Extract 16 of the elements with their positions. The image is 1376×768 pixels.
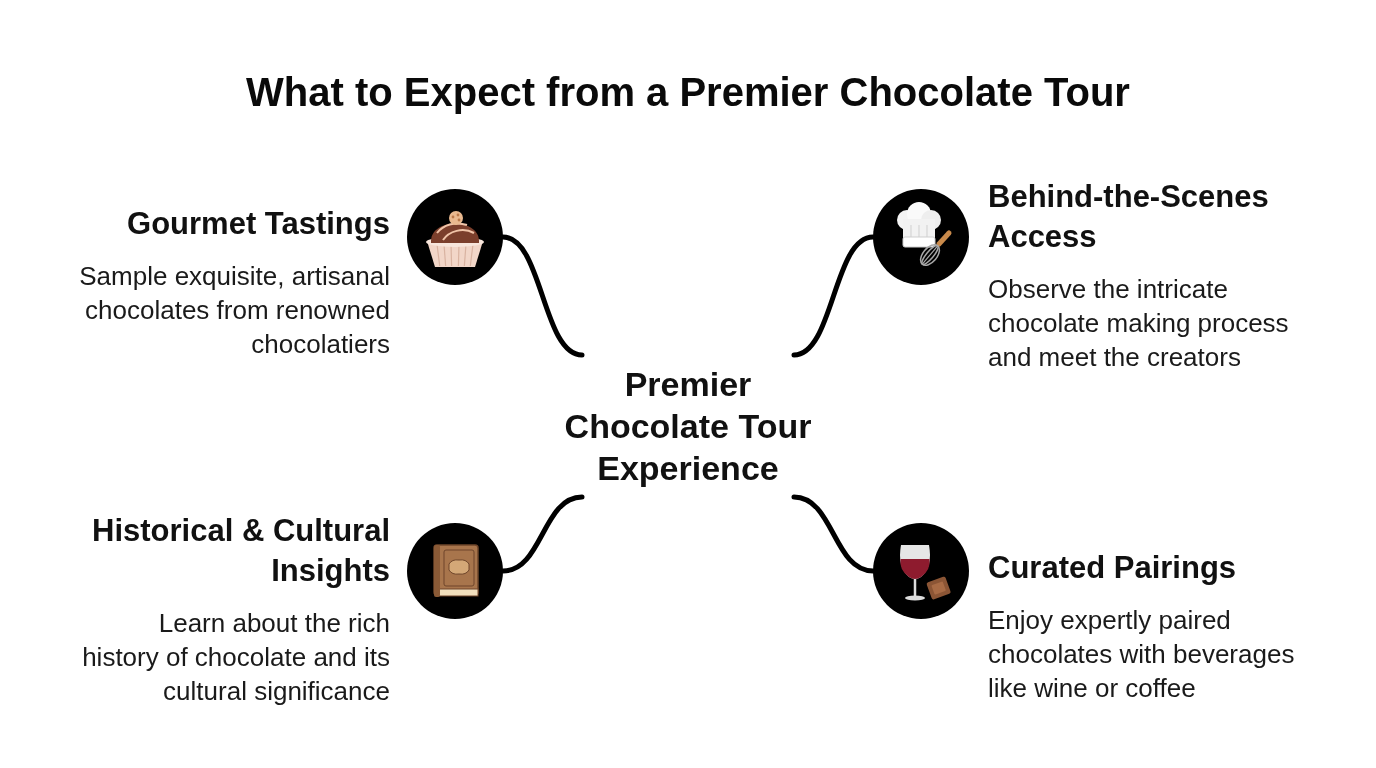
feature-heading: Curated Pairings bbox=[988, 549, 1237, 587]
feature-description: Enjoy expertly paired chocolates with beverages like wine or coffee bbox=[988, 604, 1296, 705]
feature-description: Observe the intricate chocolate making process and meet the creators bbox=[988, 273, 1290, 374]
feature-heading: Historical & Cultural Insights bbox=[91, 512, 390, 590]
feature-heading: Behind-the-Scenes Access bbox=[988, 178, 1270, 256]
feature-heading: Gourmet Tastings bbox=[127, 205, 390, 243]
diagram-title: What to Expect from a Premier Chocolate Tour bbox=[245, 69, 1131, 116]
chef-hat-whisk-icon bbox=[873, 189, 969, 285]
chocolate-truffle-icon bbox=[407, 189, 503, 285]
connector-curve bbox=[500, 494, 585, 574]
central-topic: Premier Chocolate Tour Experience bbox=[548, 355, 828, 497]
wine-glass-chocolate-icon bbox=[873, 523, 969, 619]
feature-description: Learn about the rich history of chocolate and its cultural significance bbox=[81, 607, 390, 708]
feature-description: Sample exquisite, artisanal chocolates from renowned chocolatiers bbox=[78, 260, 390, 361]
connector-curve bbox=[500, 234, 585, 358]
book-icon bbox=[407, 523, 503, 619]
